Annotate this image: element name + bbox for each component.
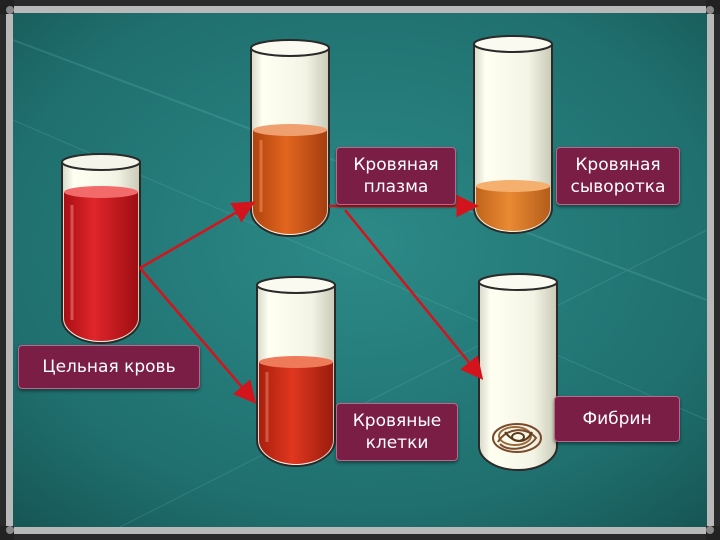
test-tube-icon-cells (256, 276, 336, 467)
label-cells: Кровяные клетки (336, 403, 458, 461)
label-plasma-line2: плазма (363, 177, 429, 197)
label-cells-line1: Кровяные (352, 411, 442, 431)
test-tube-icon-whole-blood (61, 153, 141, 344)
label-whole-blood: Цельная кровь (18, 345, 200, 389)
label-cells-line2: клетки (365, 433, 429, 453)
arrow-icon-to-plasma (139, 201, 256, 270)
arrow-icon-to-cells (139, 267, 257, 404)
arrows (139, 194, 484, 404)
label-plasma-line1: Кровяная (353, 155, 439, 175)
test-tube-icon-serum (473, 35, 553, 234)
label-plasma: Кровяная плазма (336, 147, 456, 205)
arrow-icon-to-fibrin (344, 209, 484, 380)
label-serum-line2: сыворотка (570, 177, 666, 197)
label-fibrin: Фибрин (554, 396, 680, 442)
label-fibrin-text: Фибрин (582, 409, 652, 429)
label-serum: Кровяная сыворотка (556, 147, 680, 205)
test-tube-icon-fibrin (478, 273, 558, 471)
test-tube-icon-plasma (250, 39, 330, 237)
label-serum-line1: Кровяная (575, 155, 661, 175)
fibrin-clot-icon (492, 423, 542, 453)
label-whole-blood-text: Цельная кровь (42, 357, 176, 377)
